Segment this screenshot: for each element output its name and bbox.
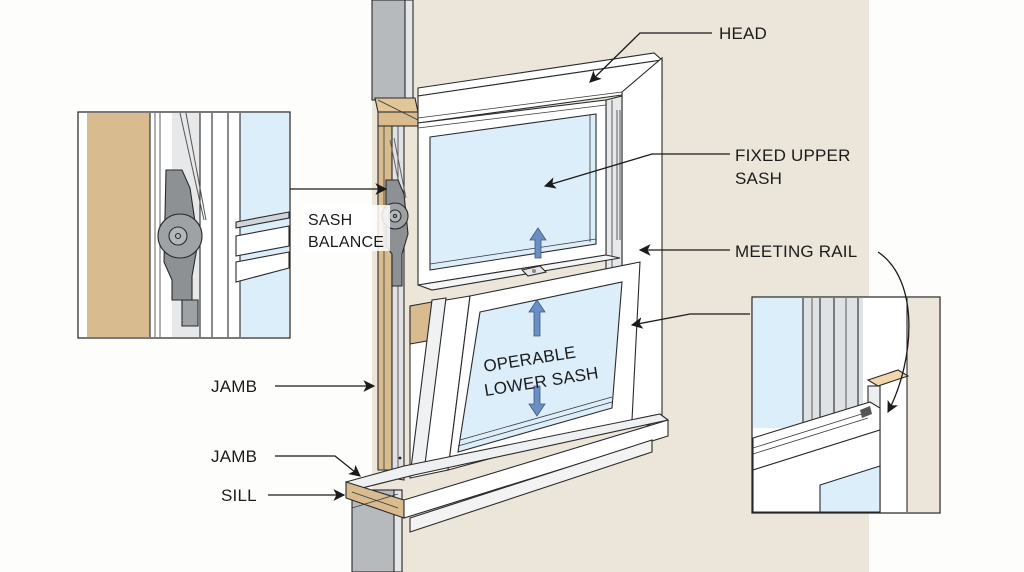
leader-lines bbox=[268, 32, 910, 501]
meeting-rail bbox=[417, 254, 621, 291]
lower-sash bbox=[409, 261, 641, 479]
sash-balance-label-bg bbox=[302, 205, 390, 251]
label-sash-balance-2: BALANCE bbox=[308, 234, 384, 251]
label-fixed-upper-sash-2: SASH bbox=[735, 169, 782, 188]
meeting-rail-detail-leader bbox=[877, 251, 910, 414]
fixed-upper-sash-leader bbox=[543, 153, 730, 189]
window-sill bbox=[344, 413, 670, 533]
label-head: HEAD bbox=[719, 24, 767, 43]
lower-sash-up-arrow bbox=[528, 299, 546, 337]
lower-sash-leader bbox=[630, 313, 750, 329]
label-fixed-upper-sash-1: FIXED UPPER bbox=[735, 146, 851, 165]
label-meeting-rail: MEETING RAIL bbox=[735, 242, 857, 261]
meeting-rail-inset bbox=[751, 296, 941, 514]
upper-sash-up-arrow bbox=[529, 227, 547, 259]
label-jamb-upper: JAMB bbox=[211, 377, 257, 396]
jamb-lower-leader bbox=[275, 455, 361, 477]
head-leader bbox=[589, 32, 712, 83]
sash-balance-inset bbox=[77, 111, 291, 339]
label-jamb-lower: JAMB bbox=[211, 447, 257, 466]
label-sash-balance-1: SASH bbox=[308, 212, 352, 229]
wall-stud bbox=[351, 0, 414, 572]
label-sill: SILL bbox=[221, 486, 257, 505]
header-block bbox=[374, 97, 419, 127]
jamb-left bbox=[377, 125, 405, 481]
lower-sash-down-arrow bbox=[528, 385, 546, 417]
upper-sash bbox=[417, 99, 607, 286]
